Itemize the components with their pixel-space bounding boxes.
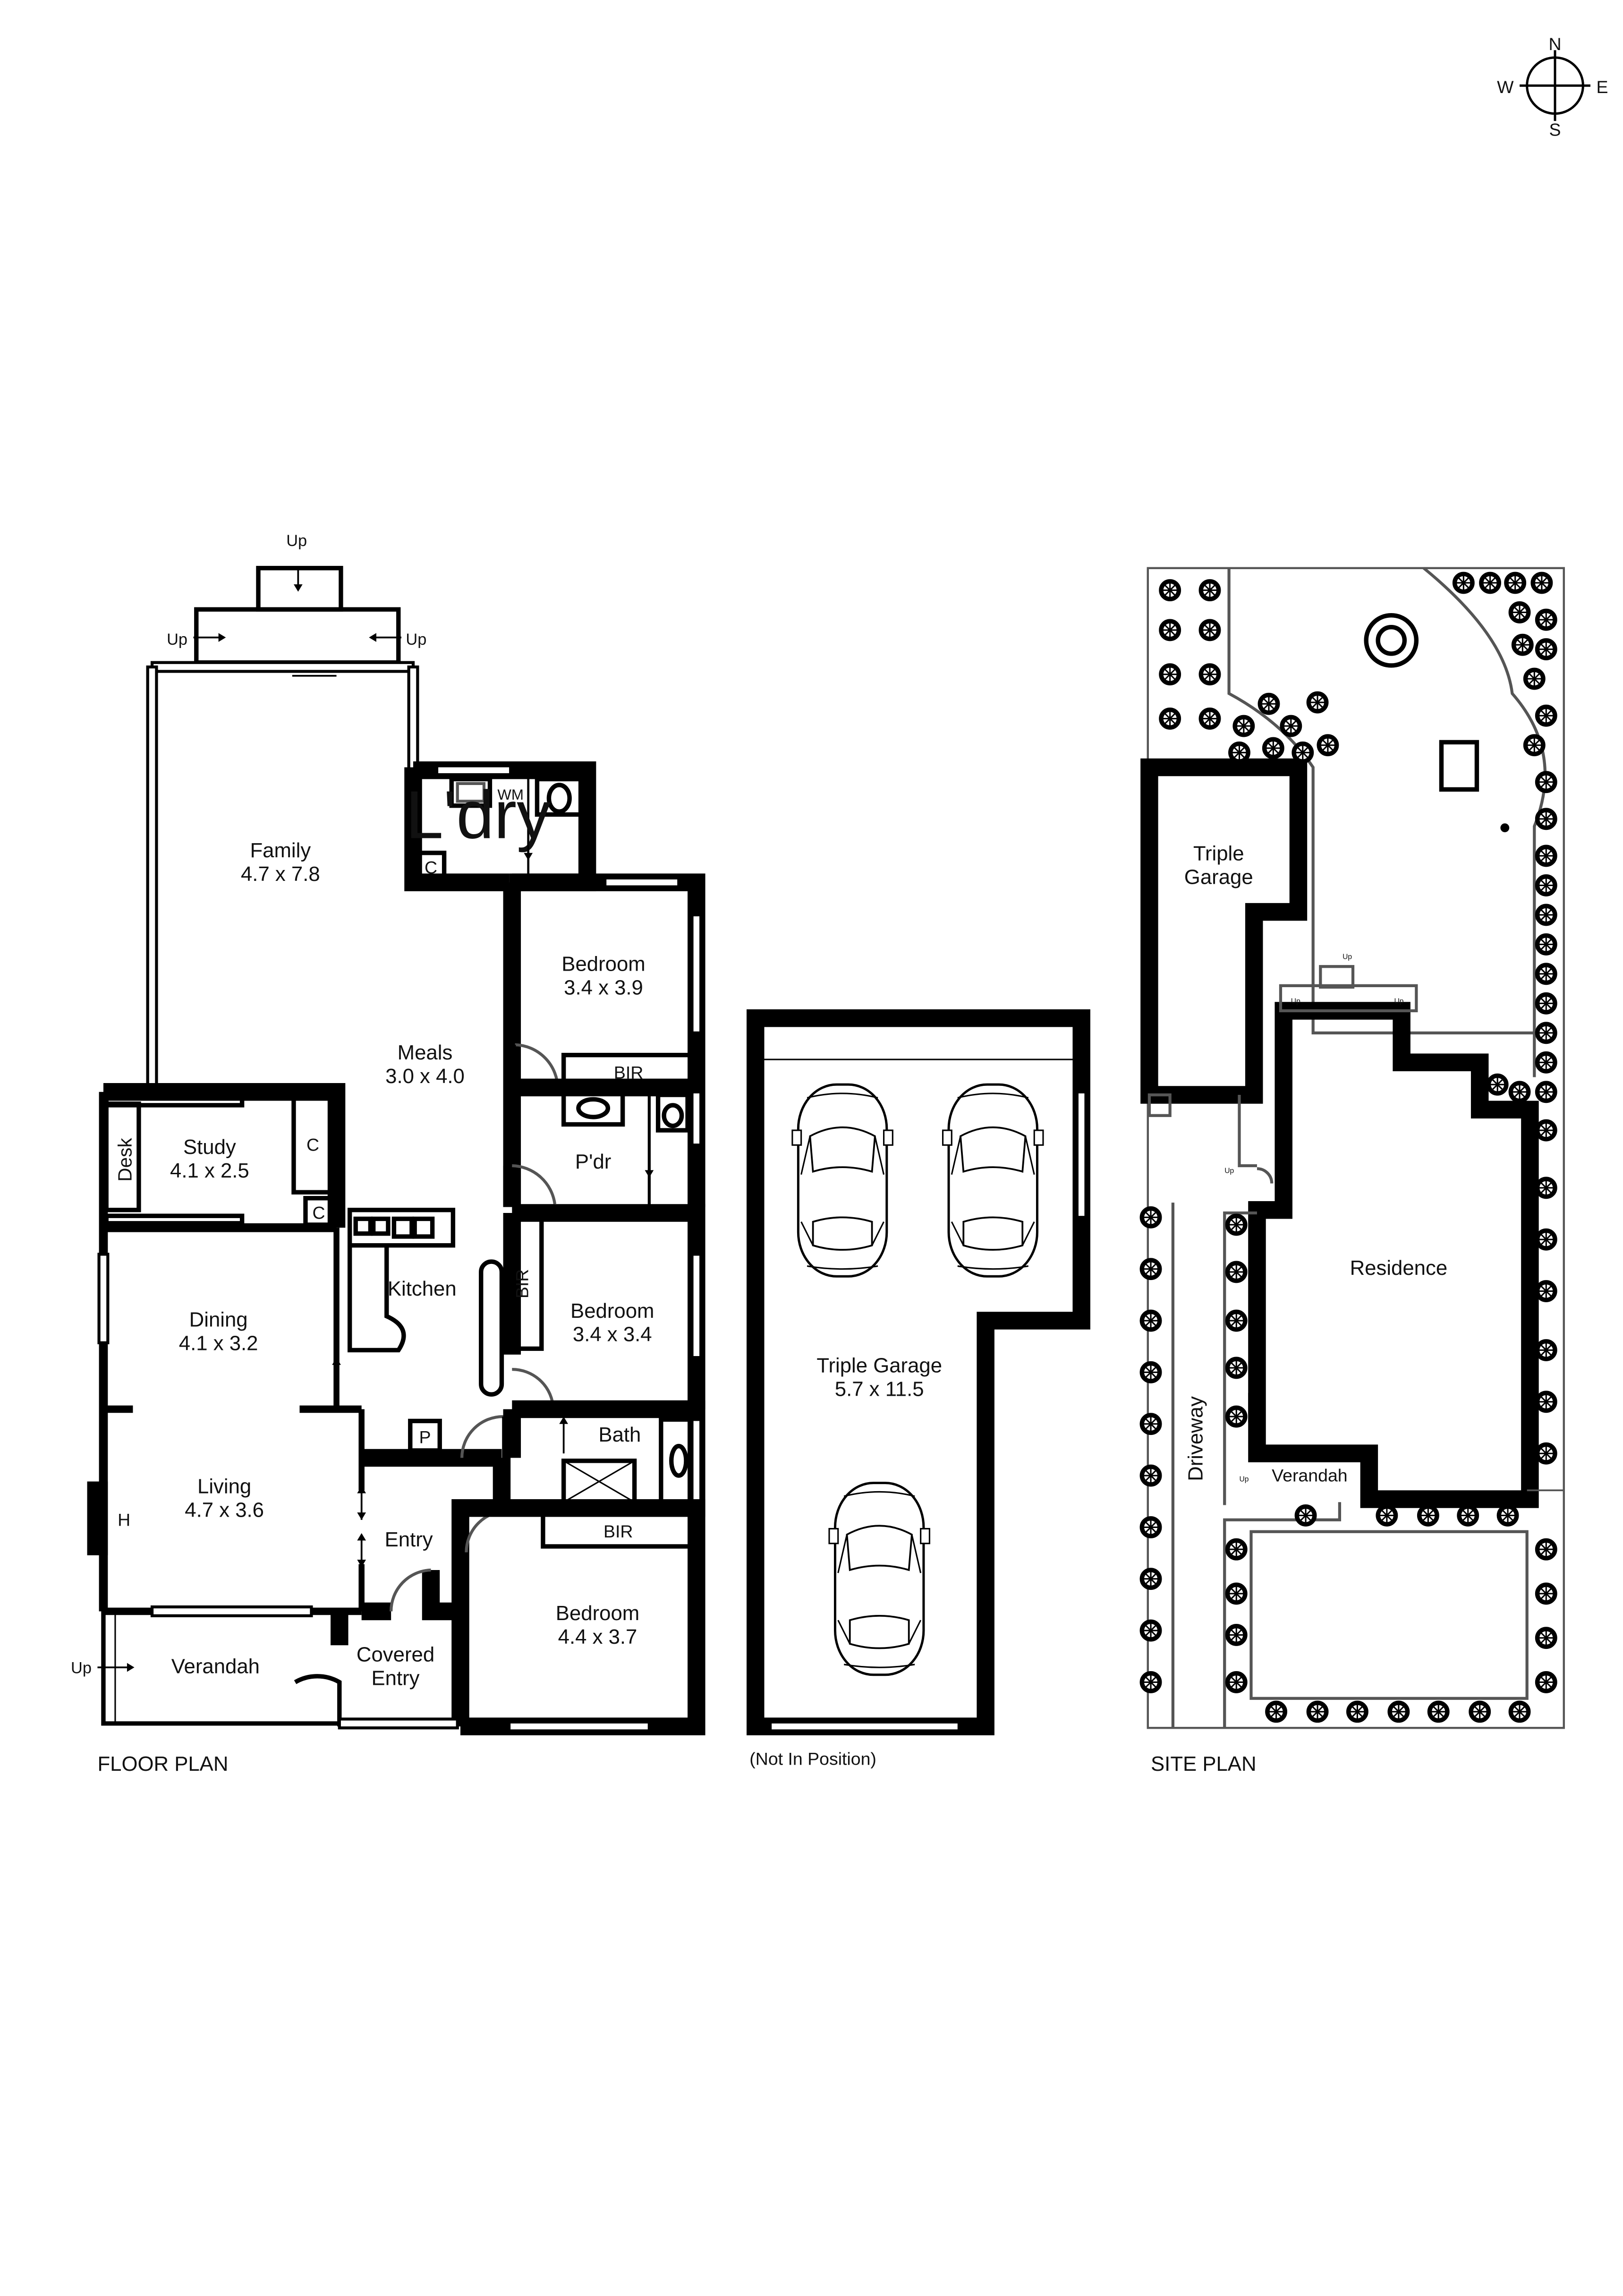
bath-name: Bath — [598, 1423, 641, 1446]
site-lawn — [1249, 1530, 1529, 1700]
washing-machine — [449, 777, 493, 808]
bedroom2-name: Bedroom — [570, 1299, 654, 1323]
wm-label: WM — [497, 786, 524, 803]
site-shrubs — [1142, 574, 1555, 1720]
verandah-outline — [101, 1611, 340, 1726]
site-driveway-label: Driveway — [1184, 1396, 1207, 1481]
garage-dims: 5.7 x 11.5 — [835, 1377, 924, 1400]
site-up-2: Up — [1394, 997, 1403, 1005]
bir3-label: BIR — [603, 1521, 633, 1541]
garage-name: Triple Garage — [816, 1354, 942, 1377]
study-cupboard: C — [306, 1135, 319, 1155]
study-cupboard-2: C — [313, 1203, 325, 1222]
kitchen-name: Kitchen — [388, 1277, 457, 1300]
site-up-3: Up — [1343, 953, 1352, 961]
living-name: Living — [197, 1475, 251, 1498]
living-dims: 4.7 x 3.6 — [185, 1499, 264, 1522]
site-up-1: Up — [1291, 997, 1300, 1005]
pantry-label: P — [419, 1427, 431, 1447]
dining-name: Dining — [189, 1308, 248, 1332]
car-2 — [943, 1084, 1043, 1276]
site-plan-caption: SITE PLAN — [1151, 1752, 1257, 1775]
compass-w: W — [1497, 77, 1514, 97]
heater — [87, 1481, 108, 1555]
study-name: Study — [183, 1135, 236, 1159]
laundry-name: L'dry — [406, 777, 551, 853]
study-desk — [104, 1101, 141, 1212]
garage-door — [768, 1720, 961, 1733]
entry-name: Entry — [385, 1528, 433, 1551]
site-garage-line1: Triple — [1193, 842, 1244, 865]
study-dims: 4.1 x 2.5 — [170, 1159, 249, 1182]
meals-dims: 3.0 x 4.0 — [385, 1065, 465, 1088]
compass-s: S — [1549, 119, 1561, 139]
kitchen-island — [347, 1245, 406, 1353]
family-window-west — [146, 665, 158, 1093]
kitchen-bench — [347, 1208, 456, 1248]
site-shed — [1439, 740, 1479, 792]
rear-deck — [194, 607, 401, 665]
study-walls — [103, 1083, 346, 1228]
car-1 — [792, 1084, 892, 1276]
bir2-label: BIR — [512, 1269, 532, 1298]
bedroom1-name: Bedroom — [561, 953, 645, 976]
bedroom2-dims: 3.4 x 3.4 — [573, 1323, 652, 1346]
family-dims: 4.7 x 7.8 — [241, 862, 320, 886]
site-residence-label: Residence — [1350, 1256, 1448, 1280]
site-up-5: Up — [1239, 1476, 1249, 1484]
car-3 — [829, 1483, 929, 1675]
site-plan: Triple Garage Residence Up Up Up Up Driv… — [1142, 567, 1565, 1775]
bedroom3-name: Bedroom — [556, 1602, 639, 1625]
floor-plan: Up Up Up WM L'dry C Family 4.7 x 7.8 BI — [71, 532, 705, 1775]
laundry-cupboard: C — [425, 857, 437, 877]
bir2-box — [512, 1216, 544, 1351]
bir3-box — [541, 1511, 696, 1549]
bedroom3-dims: 4.4 x 3.7 — [558, 1625, 637, 1648]
site-residence — [1248, 1002, 1539, 1508]
site-up-4: Up — [1224, 1167, 1234, 1175]
compass: N E S W — [1497, 34, 1608, 139]
bedroom1-dims: 3.4 x 3.9 — [564, 976, 643, 999]
compass-e: E — [1596, 77, 1608, 97]
meals-name: Meals — [398, 1041, 453, 1064]
up-label-left: Up — [167, 631, 187, 649]
covered-entry-line1: Covered — [357, 1643, 434, 1666]
powder-vanity — [561, 1090, 625, 1127]
up-label-right: Up — [406, 631, 426, 649]
verandah-name: Verandah — [171, 1655, 260, 1678]
site-verandah-label: Verandah — [1272, 1466, 1347, 1485]
laundry-toilet — [535, 777, 584, 817]
garage-plan: Triple Garage 5.7 x 11.5 (Not In Positio… — [747, 1009, 1090, 1768]
family-window-east — [407, 665, 419, 772]
covered-entry-line2: Entry — [371, 1667, 419, 1690]
family-name: Family — [250, 839, 311, 862]
site-feature-tree — [1364, 613, 1419, 668]
dining-dims: 4.1 x 3.2 — [179, 1332, 258, 1355]
up-label-rear: Up — [286, 532, 307, 550]
powder-name: P'dr — [575, 1150, 611, 1173]
compass-n: N — [1548, 34, 1561, 54]
garage-note: (Not In Position) — [749, 1749, 876, 1768]
floor-plan-caption: FLOOR PLAN — [97, 1752, 228, 1775]
site-boundary — [1147, 567, 1565, 1729]
garage-walls — [747, 1009, 1090, 1735]
up-label-verandah: Up — [71, 1659, 92, 1677]
desk-label: Desk — [114, 1138, 136, 1182]
heater-label: H — [118, 1510, 130, 1529]
site-garage-line2: Garage — [1184, 865, 1253, 888]
